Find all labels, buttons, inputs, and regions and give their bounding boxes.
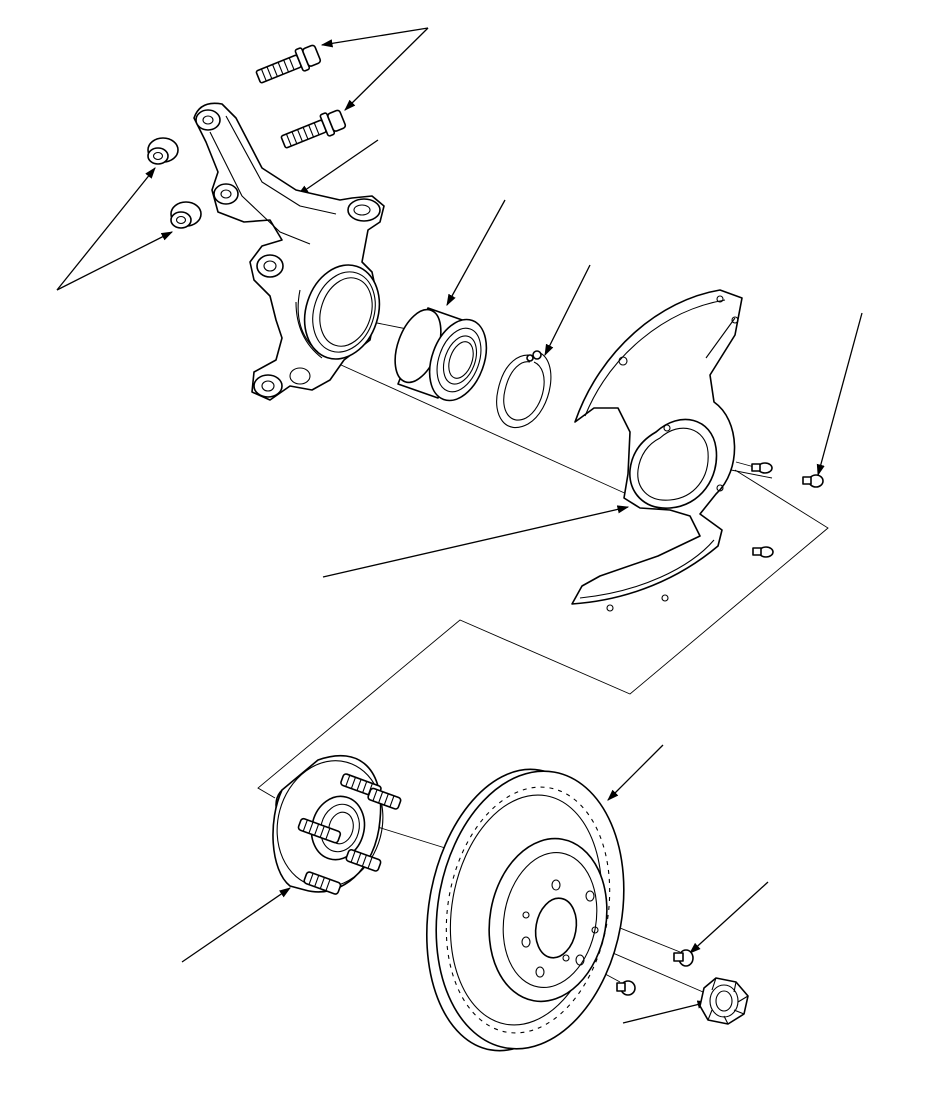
leader-bolt-upper: [320, 27, 429, 48]
leader-shield-screw: [816, 312, 863, 477]
steering-knuckle: [193, 102, 385, 401]
splash-guard-screw: [802, 474, 824, 488]
wheel-bearing: [394, 307, 488, 402]
leader-nut-lower: [56, 231, 174, 291]
hub-stud-2: [367, 787, 402, 810]
brake-disc: [425, 768, 625, 1052]
axis-knuckle-guard: [329, 359, 641, 501]
splash-guard-bolt-upper: [751, 462, 773, 474]
leader-brake-disc: [607, 744, 664, 801]
spindle-nut: [699, 977, 749, 1025]
hub-stud-4: [345, 848, 382, 872]
group-bracket: [257, 469, 829, 799]
disc-screw-lower: [616, 980, 636, 996]
leader-wheel-hub: [181, 887, 291, 963]
hub-stud-3: [297, 817, 342, 844]
leader-splash-guard: [322, 505, 630, 578]
knuckle-flange-bolt-upper: [255, 44, 322, 84]
leader-lines: [56, 27, 863, 1024]
splash-guard: [571, 289, 743, 612]
knuckle-flange-bolt-lower: [280, 109, 347, 149]
leader-disc-screw: [689, 881, 769, 954]
self-locking-nut-upper: [147, 137, 179, 165]
wheel-hub: [272, 754, 402, 895]
snap-ring: [496, 350, 552, 429]
leader-spindle-nut: [622, 1000, 710, 1024]
hub-stud-5: [303, 871, 342, 895]
leader-nut-upper: [56, 167, 156, 291]
leader-bearing: [446, 199, 506, 307]
leader-bolt-lower: [344, 27, 429, 111]
self-locking-nut-lower: [170, 201, 202, 229]
disc-screw-upper: [673, 949, 694, 967]
leader-knuckle: [297, 139, 379, 196]
leader-snap-ring: [544, 264, 591, 357]
splash-guard-bolt-lower: [752, 546, 774, 558]
